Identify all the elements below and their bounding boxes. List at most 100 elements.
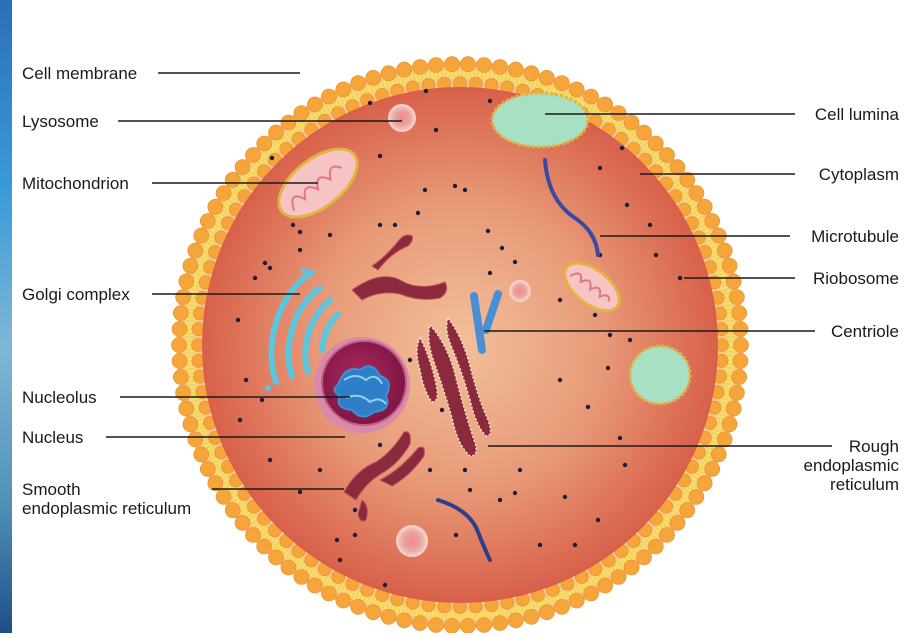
membrane-bead-outer (726, 401, 741, 416)
membrane-bead-outer (445, 57, 460, 72)
ribosome-dot (513, 491, 517, 495)
ribosome-dot (563, 495, 567, 499)
ribosome-dot (468, 488, 472, 492)
membrane-bead-outer (722, 258, 737, 273)
membrane-bead-outer (461, 57, 476, 72)
membrane-bead-outer (539, 70, 554, 85)
membrane-bead-outer (648, 539, 663, 554)
label-nucleolus: Nucleolus (22, 388, 97, 407)
ribosome-dot (368, 101, 372, 105)
ribosome-dot (236, 318, 240, 322)
ribosome-dot (463, 188, 467, 192)
ribosome-dot (654, 253, 658, 257)
membrane-bead-outer (179, 401, 194, 416)
ribosome-dot (486, 229, 490, 233)
ribosome-dot (558, 298, 562, 302)
label-mitochondrion: Mitochondrion (22, 174, 129, 193)
label-ribosome: Riobosome (813, 269, 899, 288)
membrane-bead-outer (397, 613, 412, 628)
membrane-bead-outer (733, 322, 748, 337)
membrane-bead-outer (584, 89, 599, 104)
ribosome-dot (648, 223, 652, 227)
membrane-bead-outer (689, 489, 704, 504)
ribosome-dot (598, 166, 602, 170)
membrane-bead-outer (235, 160, 250, 175)
membrane-bead-outer (493, 59, 508, 74)
membrane-bead-outer (200, 462, 215, 477)
membrane-bead-outer (294, 106, 309, 121)
membrane-bead-outer (225, 503, 240, 518)
ribosome-dot (586, 405, 590, 409)
membrane-bead-outer (176, 385, 191, 400)
vacuole-lower (630, 346, 690, 404)
membrane-bead-outer (734, 338, 749, 353)
membrane-bead-outer (381, 609, 396, 624)
membrane-bead-outer (336, 82, 351, 97)
membrane-bead-outer (524, 66, 539, 81)
membrane-bead-outer (351, 599, 366, 614)
membrane-bead-outer (257, 539, 272, 554)
membrane-bead-outer (413, 59, 428, 74)
membrane-bead-outer (637, 550, 652, 565)
lysosome-top (389, 105, 415, 131)
membrane-bead-outer (183, 417, 198, 432)
ribosome-dot (453, 184, 457, 188)
label-smooth-er-line2: endoplasmic reticulum (22, 499, 191, 518)
membrane-bead-outer (397, 62, 412, 77)
label-rough-er-line3: reticulum (830, 475, 899, 494)
ribosome-dot (500, 246, 504, 250)
membrane-bead-outer (624, 560, 639, 575)
membrane-bead-outer (611, 106, 626, 121)
membrane-bead-outer (477, 618, 492, 633)
membrane-bead-outer (172, 322, 187, 337)
membrane-bead-outer (281, 115, 296, 130)
label-nucleus: Nucleus (22, 428, 83, 447)
label-smooth-er-line1: Smooth (22, 480, 81, 499)
ribosome-dot (393, 223, 397, 227)
ribosome-dot (291, 223, 295, 227)
membrane-bead-outer (648, 136, 663, 151)
ribosome-dot (424, 89, 428, 93)
membrane-bead-outer (445, 618, 460, 633)
membrane-bead-outer (413, 616, 428, 631)
cell-lumina-vacuole (492, 93, 588, 147)
ribosome-dot (270, 156, 274, 160)
membrane-bead-outer (225, 172, 240, 187)
membrane-bead-outer (508, 62, 523, 77)
ribosome-dot (440, 408, 444, 412)
membrane-bead-outer (307, 578, 322, 593)
ribosome-dot (573, 543, 577, 547)
label-microtubule: Microtubule (811, 227, 899, 246)
ribosome-dot (518, 468, 522, 472)
ribosome-dot (678, 276, 682, 280)
membrane-bead-outer (598, 97, 613, 112)
ribosome-dot (298, 230, 302, 234)
membrane-bead-outer (194, 447, 209, 462)
membrane-bead-outer (660, 528, 675, 543)
membrane-bead-outer (172, 338, 187, 353)
ribosome-dot (408, 358, 412, 362)
ribosome-dot (416, 211, 420, 215)
membrane-bead-outer (524, 609, 539, 624)
membrane-bead-outer (269, 550, 284, 565)
ribosome-dot (558, 378, 562, 382)
membrane-bead-outer (584, 586, 599, 601)
label-golgi-complex: Golgi complex (22, 285, 130, 304)
membrane-bead-outer (188, 243, 203, 258)
membrane-bead-outer (269, 125, 284, 140)
membrane-bead-outer (598, 578, 613, 593)
membrane-bead-outer (246, 148, 261, 163)
ribosome-dot (608, 333, 612, 337)
ribosome-dot (618, 436, 622, 440)
membrane-bead-outer (670, 515, 685, 530)
membrane-bead-outer (477, 58, 492, 73)
ribosome-dot (353, 533, 357, 537)
ribosome-dot (298, 248, 302, 252)
membrane-bead-outer (176, 290, 191, 305)
membrane-bead-outer (336, 593, 351, 608)
membrane-bead-outer (717, 432, 732, 447)
membrane-bead-outer (729, 290, 744, 305)
ribosome-dot (260, 398, 264, 402)
ribosome-dot (244, 378, 248, 382)
